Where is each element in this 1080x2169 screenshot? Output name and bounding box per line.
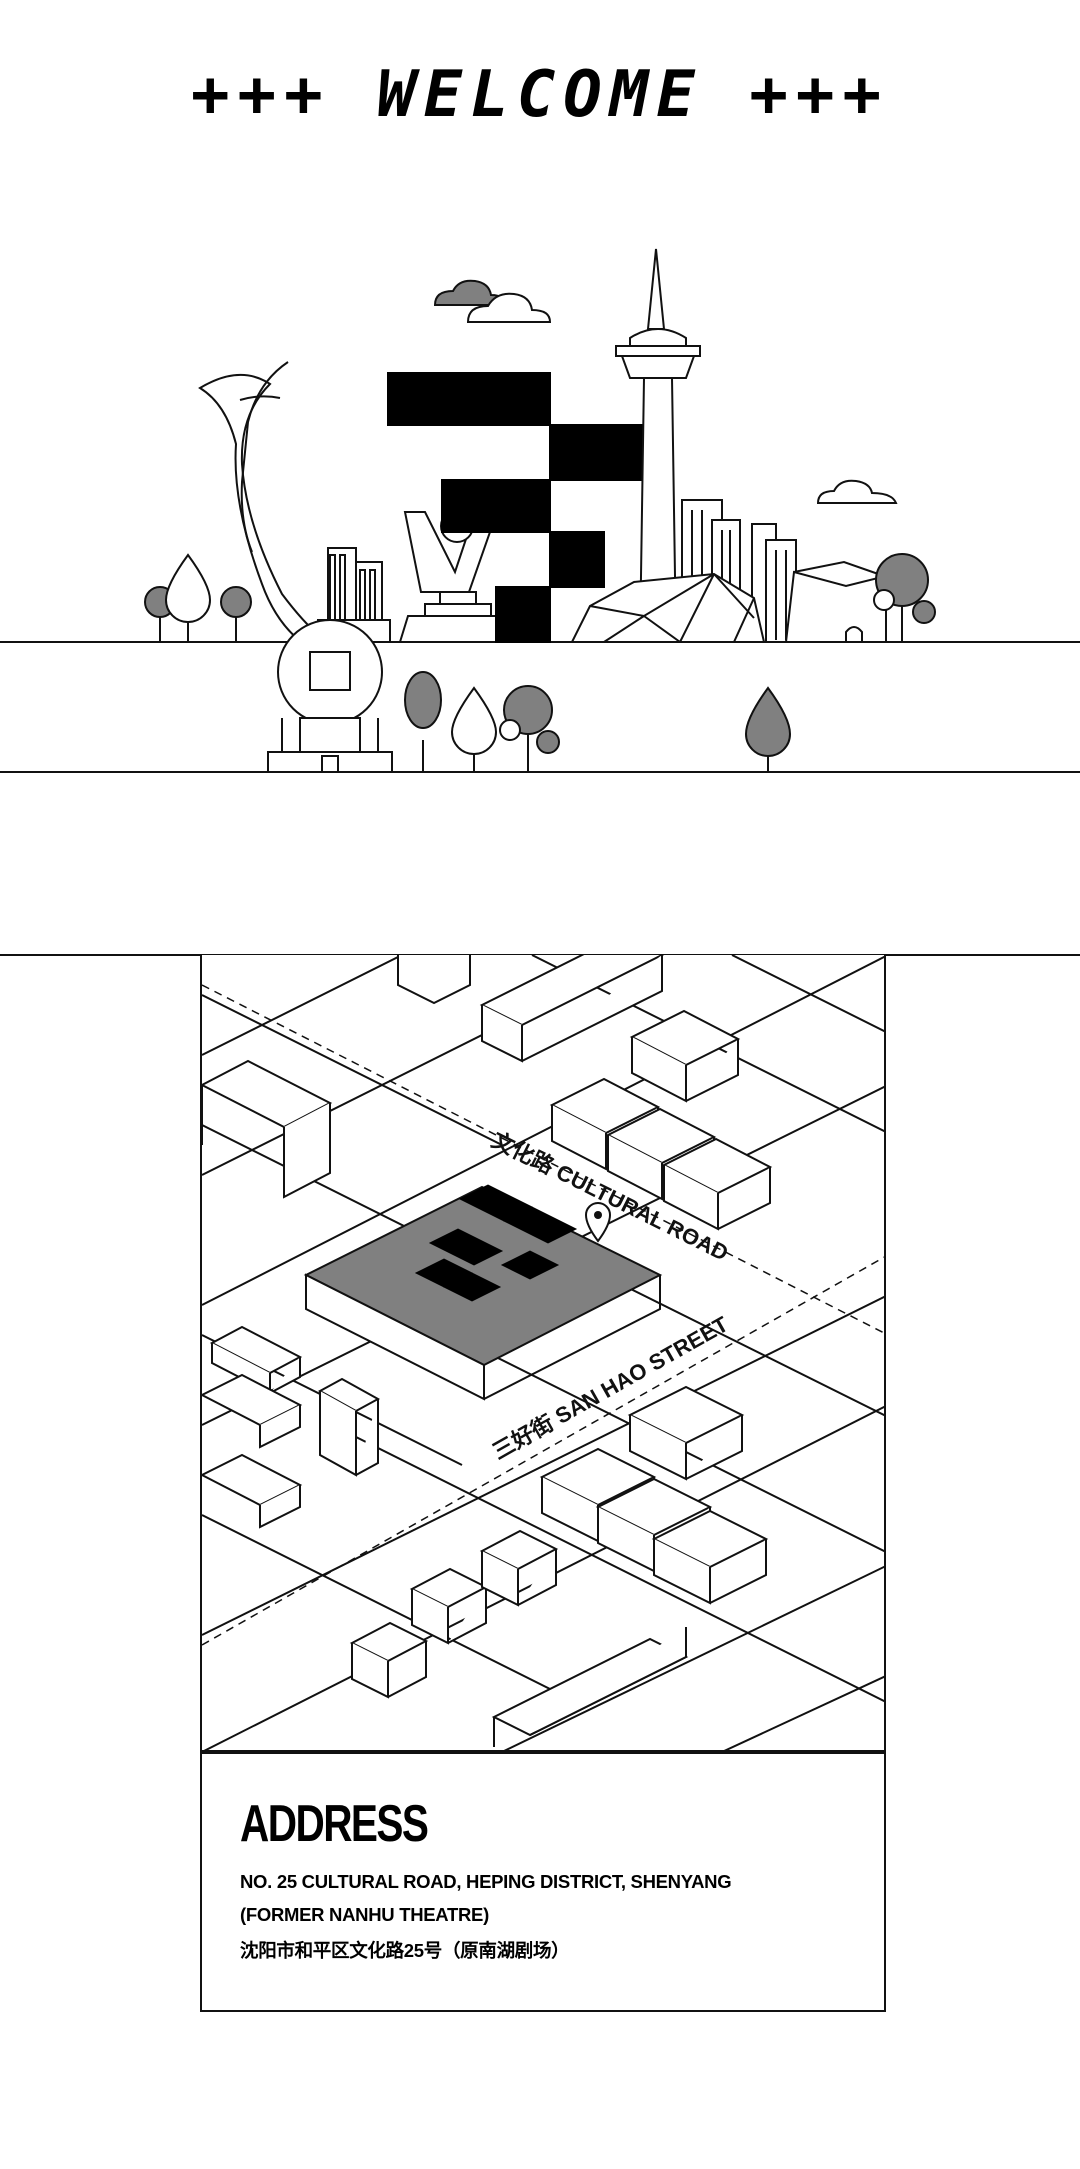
cloud-icon xyxy=(433,279,552,323)
address-line-3: 沈阳市和平区文化路25号（原南湖剧场） xyxy=(240,1940,570,1961)
address-line-2: (FORMER NANHU THEATRE) xyxy=(240,1904,489,1925)
theatre-building xyxy=(303,1184,663,1401)
address-card: ADDRESS NO. 25 CULTURAL ROAD, HEPING DIS… xyxy=(200,1752,886,2012)
tree-icon xyxy=(744,686,792,772)
tv-tower-landmark xyxy=(615,248,701,643)
tree-icon xyxy=(164,553,212,642)
cloud-icon xyxy=(816,479,898,504)
tree-icon xyxy=(404,671,442,772)
address-line-1: NO. 25 CULTURAL ROAD, HEPING DISTRICT, S… xyxy=(240,1871,732,1892)
welcome-banner: +++ WELCOME +++ xyxy=(191,58,889,132)
round-gate-landmark xyxy=(267,619,393,773)
tree-icon xyxy=(450,686,498,772)
city-skyline-illustration xyxy=(0,248,1080,773)
tree-icon xyxy=(220,586,252,642)
map-pin-icon xyxy=(584,1201,612,1243)
address-heading: ADDRESS xyxy=(240,1795,429,1853)
curved-tower-landmark xyxy=(198,361,334,656)
tree-icon xyxy=(873,553,936,642)
tree-icon xyxy=(499,685,560,772)
museum-landmark xyxy=(784,560,887,643)
stadium-landmark xyxy=(570,572,766,643)
location-map: 文化路 CULTURAL ROAD 三好街 SAN HAO STREET xyxy=(200,955,886,1752)
